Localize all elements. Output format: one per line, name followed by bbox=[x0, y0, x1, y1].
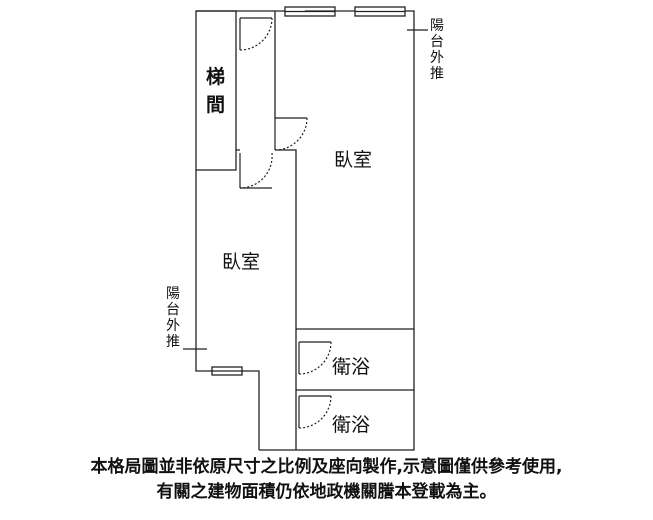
bath-upper-label: 衛浴 bbox=[332, 356, 370, 378]
bath-lower-label: 衛浴 bbox=[332, 414, 370, 436]
disclaimer-line-2: 有關之建物面積仍依地政機關謄本登載為主。 bbox=[156, 482, 497, 502]
door-stairwell-top bbox=[239, 17, 273, 51]
balcony-left-label: 陽 台 外 推 bbox=[166, 286, 180, 350]
door-bath-upper bbox=[298, 341, 332, 375]
svg-text:外: 外 bbox=[166, 318, 180, 334]
outer-wall bbox=[195, 10, 415, 451]
door-bedroom-left bbox=[239, 152, 273, 189]
stairwell-label-2: 間 bbox=[206, 94, 225, 116]
svg-text:陽: 陽 bbox=[166, 286, 180, 302]
svg-text:推: 推 bbox=[166, 334, 180, 350]
floor-plan: 梯 間 臥室 臥室 衛浴 衛浴 陽 台 外 推 陽 台 外 推 bbox=[166, 6, 444, 451]
svg-text:陽: 陽 bbox=[430, 18, 444, 34]
bedroom-left-label: 臥室 bbox=[222, 251, 260, 273]
svg-text:台: 台 bbox=[430, 34, 444, 50]
svg-text:推: 推 bbox=[430, 66, 444, 82]
balcony-right-label: 陽 台 外 推 bbox=[430, 18, 444, 82]
stairwell-label-1: 梯 bbox=[206, 65, 225, 88]
bedroom-right-label: 臥室 bbox=[334, 149, 372, 171]
svg-text:台: 台 bbox=[166, 302, 180, 318]
svg-text:外: 外 bbox=[430, 50, 444, 66]
corridor-wall bbox=[236, 11, 297, 450]
door-bath-lower bbox=[298, 395, 332, 429]
disclaimer-line-1: 本格局圖並非依原尺寸之比例及座向製作,示意圖僅供參考使用, bbox=[90, 457, 563, 477]
door-corridor-right bbox=[274, 117, 308, 151]
stairwell-box bbox=[195, 10, 237, 171]
